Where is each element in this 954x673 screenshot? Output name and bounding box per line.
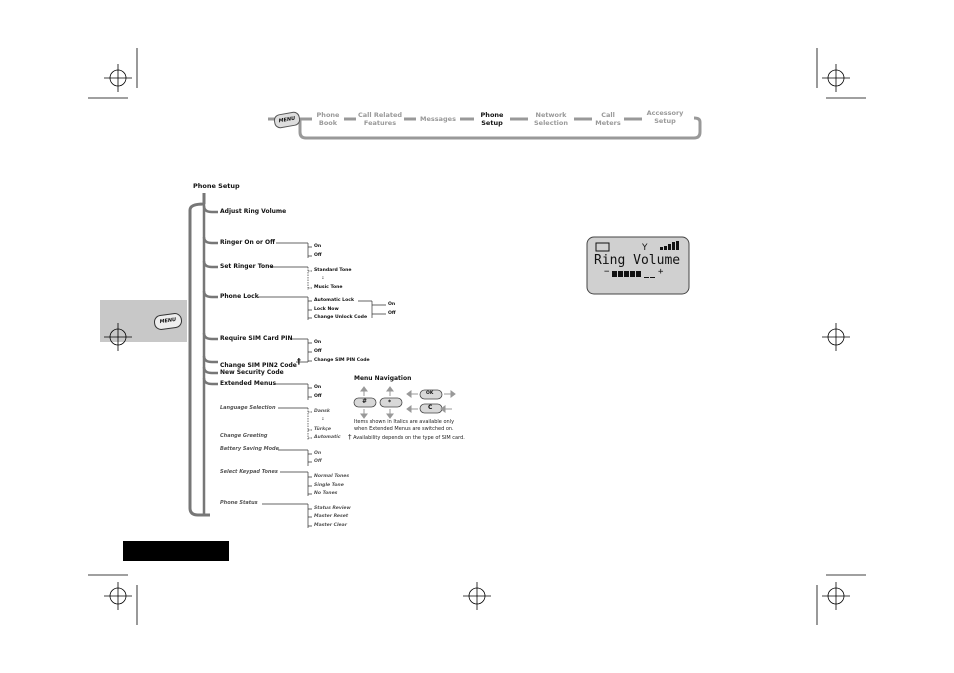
crop-marks — [88, 48, 866, 625]
menu-extended-menus[interactable]: Extended Menus — [220, 380, 277, 387]
dagger-mark: † — [296, 357, 301, 366]
lcd-screen — [586, 236, 690, 295]
nav-loop — [298, 116, 702, 140]
nav-item-phone-setup[interactable]: Phone Setup — [480, 111, 504, 127]
opt-no-tones[interactable]: No Tones — [314, 491, 338, 496]
key-ok-label: OK — [426, 391, 434, 396]
menu-change-sim-pin2[interactable]: Change SIM PIN2 Code† — [220, 357, 301, 369]
opt-standard-tone[interactable]: Standard Tone — [314, 268, 352, 273]
tree-branches — [202, 205, 218, 386]
lcd-plus: + — [658, 267, 664, 277]
menu-set-ringer-tone[interactable]: Set Ringer Tone — [220, 263, 274, 270]
menu-battery-saving-mode[interactable]: Battery Saving Mode — [220, 446, 280, 452]
legend-note-3: † Availability depends on the type of SI… — [348, 433, 465, 441]
opt-automatic-lock[interactable]: Automatic Lock — [314, 298, 355, 303]
opt-turkce[interactable]: Türkçe — [314, 427, 331, 432]
opt-status-review[interactable]: Status Review — [314, 506, 351, 511]
key-star-label: * — [388, 399, 392, 406]
opt-change-sim-pin-code[interactable]: Change SIM PIN Code — [314, 358, 370, 363]
opt-battery-off[interactable]: Off — [314, 459, 322, 464]
nav-item-call-meters[interactable]: Call Meters — [595, 111, 621, 127]
menu-require-sim-pin[interactable]: Require SIM Card PIN — [220, 335, 293, 342]
menu-select-keypad-tones[interactable]: Select Keypad Tones — [220, 469, 278, 475]
opt-music-tone[interactable]: Music Tone — [314, 285, 343, 290]
opt-pin-on[interactable]: On — [314, 340, 322, 345]
opt-single-tone[interactable]: Single Tone — [314, 483, 344, 488]
nav-item-call-related-features[interactable]: Call Related Features — [357, 111, 403, 127]
opt-extended-on[interactable]: On — [314, 385, 322, 390]
opt-lang-ellipsis: : — [322, 417, 324, 422]
menu-adjust-ring-volume[interactable]: Adjust Ring Volume — [220, 208, 287, 215]
side-menu-key-label: MENU — [159, 316, 177, 326]
lcd-minus: − — [604, 267, 610, 277]
volume-bar — [612, 271, 655, 278]
svg-text:Y: Y — [641, 243, 648, 253]
legend-arrows — [360, 386, 456, 419]
key-c-label: C — [428, 404, 433, 411]
legend-note-2: when Extended Menus are switched on. — [354, 426, 454, 432]
nav-menu-key-label: MENU — [278, 115, 296, 125]
nav-item-network-selection[interactable]: Network Selection — [533, 111, 568, 127]
opt-ringer-on[interactable]: On — [314, 244, 322, 249]
option-connectors — [258, 242, 386, 528]
opt-ellipsis: : — [322, 276, 324, 281]
menu-new-security-code[interactable]: New Security Code — [220, 369, 284, 376]
legend-note-3-text: Availability depends on the type of SIM … — [353, 435, 465, 441]
menu-change-sim-pin2-label: Change SIM PIN2 Code — [220, 362, 297, 369]
nav-item-accessory-setup[interactable]: Accessory Setup — [646, 109, 684, 125]
legend-note-1: Items shown in Italics are available onl… — [354, 419, 455, 425]
opt-master-clear[interactable]: Master Clear — [314, 523, 348, 528]
legend-dagger: † — [348, 433, 352, 441]
menu-language-selection[interactable]: Language Selection — [220, 405, 276, 411]
opt-extended-off[interactable]: Off — [314, 394, 322, 399]
opt-master-reset[interactable]: Master Reset — [314, 514, 349, 519]
opt-battery-on[interactable]: On — [314, 451, 322, 456]
opt-ringer-off[interactable]: Off — [314, 253, 322, 258]
page-tab-black — [123, 541, 229, 561]
tree-root: Phone Setup — [193, 182, 240, 190]
menu-ringer-on-off[interactable]: Ringer On or Off — [220, 239, 275, 246]
opt-lock-off[interactable]: Off — [388, 311, 396, 316]
legend-title: Menu Navigation — [354, 375, 412, 382]
menu-phone-status[interactable]: Phone Status — [220, 500, 258, 506]
signal-bars — [660, 241, 679, 250]
nav-item-messages[interactable]: Messages — [420, 115, 456, 123]
key-hash-label: # — [362, 398, 368, 405]
menu-change-greeting[interactable]: Change Greeting — [220, 433, 268, 439]
legend-keys — [353, 389, 443, 414]
opt-normal-tones[interactable]: Normal Tones — [314, 474, 350, 479]
opt-change-unlock-code[interactable]: Change Unlock Code — [314, 315, 368, 320]
opt-lock-now[interactable]: Lock Now — [314, 307, 339, 312]
opt-automatic[interactable]: Automatic — [314, 435, 341, 440]
opt-pin-off[interactable]: Off — [314, 349, 322, 354]
lcd-ring-volume-text: Ring Volume — [594, 253, 681, 268]
opt-dansk[interactable]: Dansk — [314, 409, 330, 414]
nav-item-phone-book[interactable]: Phone Book — [316, 111, 340, 127]
opt-lock-on[interactable]: On — [388, 302, 396, 307]
menu-phone-lock[interactable]: Phone Lock — [220, 293, 259, 300]
